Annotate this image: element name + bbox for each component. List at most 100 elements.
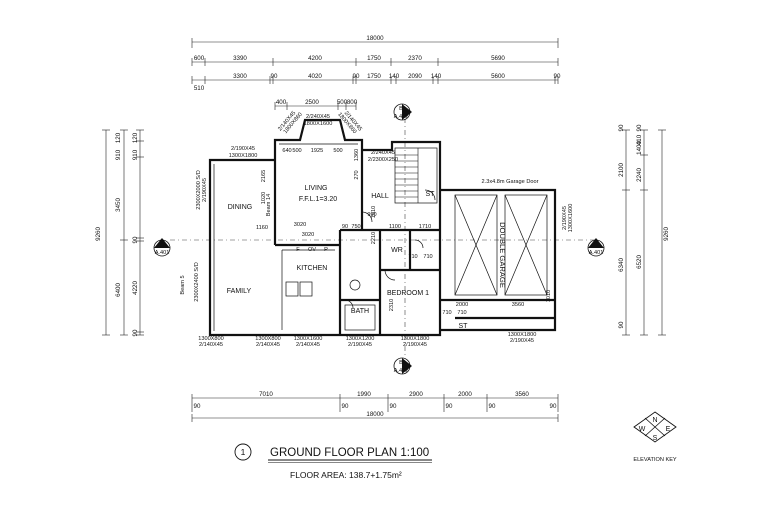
idim-17: 3560 (512, 302, 524, 308)
dim-bottom-r1-2: 2900 (409, 391, 423, 398)
idim-6: 1020 (261, 192, 267, 204)
win-15: 1300X800 (255, 336, 281, 342)
win-12: 2300X2400 S/D (194, 262, 200, 302)
dim-bottom-r2-0: 90 (194, 403, 201, 410)
dim-top-r1-1: 3390 (233, 55, 247, 62)
win-9: 2/2300X250 (368, 157, 398, 163)
dim-left-overall: 9260 (95, 227, 102, 241)
dim-top-r1-3: 1750 (367, 55, 381, 62)
dim-left-c2-0: 120 (115, 132, 122, 143)
win-0: 2/240X45 (306, 114, 330, 120)
dim-overall-bottom: 18000 (366, 411, 384, 418)
idim-0: 640 (282, 148, 291, 154)
room-wr: WR (391, 247, 403, 254)
win-8: 2/240X45 (371, 150, 395, 156)
dim-top-r3-1: 2500 (305, 99, 319, 106)
plan-details (213, 143, 548, 331)
exterior-walls (208, 118, 557, 337)
dim-left-c1-0: 3450 (115, 198, 122, 212)
right-dimensions: 9260 2100 6340 1400 2240 6520 90 90 410 … (618, 124, 670, 336)
room-ffl: F.F.L.1=3.20 (299, 196, 337, 203)
section-marker-b-bottom: B A.402 (393, 357, 412, 375)
drawing-number: 1 (241, 447, 246, 457)
dim-top-r1-2: 4200 (308, 55, 322, 62)
dim-bottom-r2-5: 90 (550, 403, 557, 410)
dim-right-c2-1: 2240 (636, 168, 643, 182)
dim-top-r2-7: 2090 (408, 73, 422, 80)
idim-20: 710 (457, 310, 466, 316)
marker-a-left-ref: A.401 (155, 250, 170, 256)
idim-24: 2210 (371, 232, 377, 244)
interior-walls (273, 160, 555, 335)
win-19: 1300X1200 (346, 336, 375, 342)
marker-a-right-ref: A.401 (589, 250, 604, 256)
win-13: 1300X800 (198, 336, 224, 342)
idim-16: 2000 (456, 302, 468, 308)
dim-top-r2-8: 140 (431, 73, 442, 80)
room-living: LIVING (305, 185, 328, 192)
beam-5: Beam 5 (180, 275, 186, 294)
marker-b-top-ref: A.402 (394, 114, 409, 120)
dim-right-c2-0: 1400 (636, 141, 643, 155)
room-hall: HALL (371, 193, 389, 200)
room-bath: BATH (351, 308, 369, 315)
dim-left-small-0: 120 (132, 132, 139, 143)
compass-w: W (639, 426, 646, 433)
window-labels: 2/240X45 1800X1600 2/140X45 1800X860 2/1… (194, 110, 574, 348)
marker-b-bottom-letter: B (399, 360, 403, 366)
win-7: 1300X1800 (229, 153, 258, 159)
room-labels: DINING LIVING F.F.L.1=3.20 HALL KITCHEN … (180, 179, 539, 330)
dim-top-r1-5: 5690 (491, 55, 505, 62)
dim-bottom-r1-4: 3560 (515, 391, 529, 398)
compass-s: S (653, 435, 658, 442)
compass-n: N (652, 417, 657, 424)
dim-top-r3-0: 400 (276, 99, 287, 106)
win-16: 2/140X45 (256, 342, 280, 348)
dim-top-r2-5: 1750 (367, 73, 381, 80)
marker-b-top-letter: B (399, 106, 403, 112)
garage-door-label: 2.3x4.8m Garage Door (482, 179, 539, 185)
dim-right-c2-2: 6520 (636, 255, 643, 269)
dim-right-small-1: 90 (636, 124, 643, 131)
dim-top-r3-2: 500 (337, 99, 348, 106)
dim-top-r2-9: 5600 (491, 73, 505, 80)
dim-top-r2-6: 140 (389, 73, 400, 80)
room-double-garage: DOUBLE GARAGE (498, 222, 507, 288)
dim-top-r1-0: 600 (194, 55, 205, 62)
win-22: 2/190X45 (403, 342, 427, 348)
dim-top-r2-2: 90 (271, 73, 278, 80)
idim-5: 3020 (302, 232, 314, 238)
win-23: 1300X1800 (508, 332, 537, 338)
room-dining: DINING (228, 204, 253, 211)
win-18: 2/140X45 (296, 342, 320, 348)
section-marker-a-right: A A.401 (587, 238, 605, 257)
win-20: 2/190X45 (348, 342, 372, 348)
marker-a-left-letter: A (160, 242, 164, 248)
win-25: 2/190X45 (562, 206, 568, 230)
win-21: 1300X1800 (401, 336, 430, 342)
dim-top-r2-4: 90 (353, 73, 360, 80)
elevation-key-label: ELEVATION KEY (633, 457, 677, 463)
dim-bottom-r1-1: 1990 (357, 391, 371, 398)
idim-15: 710 (423, 254, 432, 260)
compass-e: E (666, 426, 671, 433)
floor-area: FLOOR AREA: 138.7+1.75m² (290, 470, 402, 480)
dim-bottom-r2-1: 90 (342, 403, 349, 410)
idim-3: 500 (333, 148, 342, 154)
idim-11: 990 (367, 212, 376, 218)
dim-top-r3-3: 800 (347, 99, 358, 106)
dim-bottom-r1-0: 7010 (259, 391, 273, 398)
dim-bottom-r2-3: 90 (446, 403, 453, 410)
dim-top-r2-0: 510 (194, 85, 205, 92)
dim-bottom-r2-4: 90 (489, 403, 496, 410)
dim-right-c1-0: 2100 (618, 163, 625, 177)
dim-right-small-3: 90 (618, 321, 625, 328)
idim-7: 1510 (371, 206, 377, 218)
idim-22: 1360 (354, 149, 360, 161)
room-st-2: ST (459, 323, 469, 330)
dim-top-r1-4: 2370 (408, 55, 422, 62)
dim-right-small-2: 410 (636, 134, 643, 145)
idim-19: 710 (442, 310, 451, 316)
dim-top-r2-10: 90 (554, 73, 561, 80)
